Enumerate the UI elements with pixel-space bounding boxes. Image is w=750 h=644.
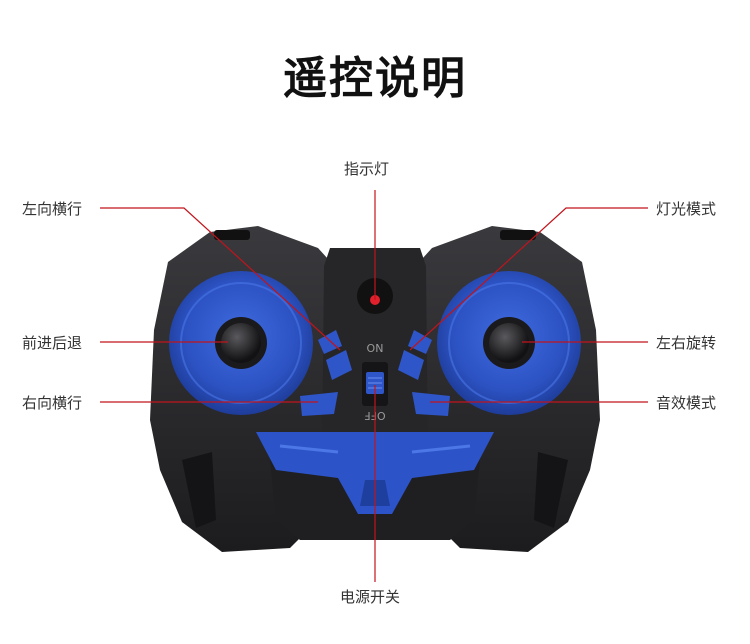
label-power-switch: 电源开关	[340, 588, 401, 606]
light-mode-button[interactable]	[398, 350, 424, 380]
label-sound-mode: 音效模式	[656, 394, 717, 412]
upper-left-button[interactable]	[318, 330, 342, 354]
label-indicator: 指示灯	[344, 160, 390, 178]
right-joystick[interactable]	[483, 317, 535, 369]
label-light-mode: 灯光模式	[656, 200, 717, 218]
label-right-strafe: 右向横行	[22, 394, 83, 412]
upper-right-button[interactable]	[408, 330, 432, 354]
leader-lines	[100, 190, 648, 582]
sound-mode-button[interactable]	[412, 392, 450, 416]
power-switch[interactable]	[362, 362, 388, 406]
right-strafe-button[interactable]	[300, 392, 338, 416]
left-strafe-button[interactable]	[326, 350, 352, 380]
leader-light-mode	[409, 207, 648, 351]
leader-left-strafe	[100, 207, 341, 351]
label-left-strafe: 左向横行	[22, 200, 83, 218]
switch-on-text: ON	[367, 342, 384, 355]
page-title: 遥控说明	[283, 53, 467, 104]
left-joystick[interactable]	[215, 317, 267, 369]
label-rotate: 左右旋转	[656, 334, 717, 352]
label-forward-back: 前进后退	[22, 334, 83, 352]
